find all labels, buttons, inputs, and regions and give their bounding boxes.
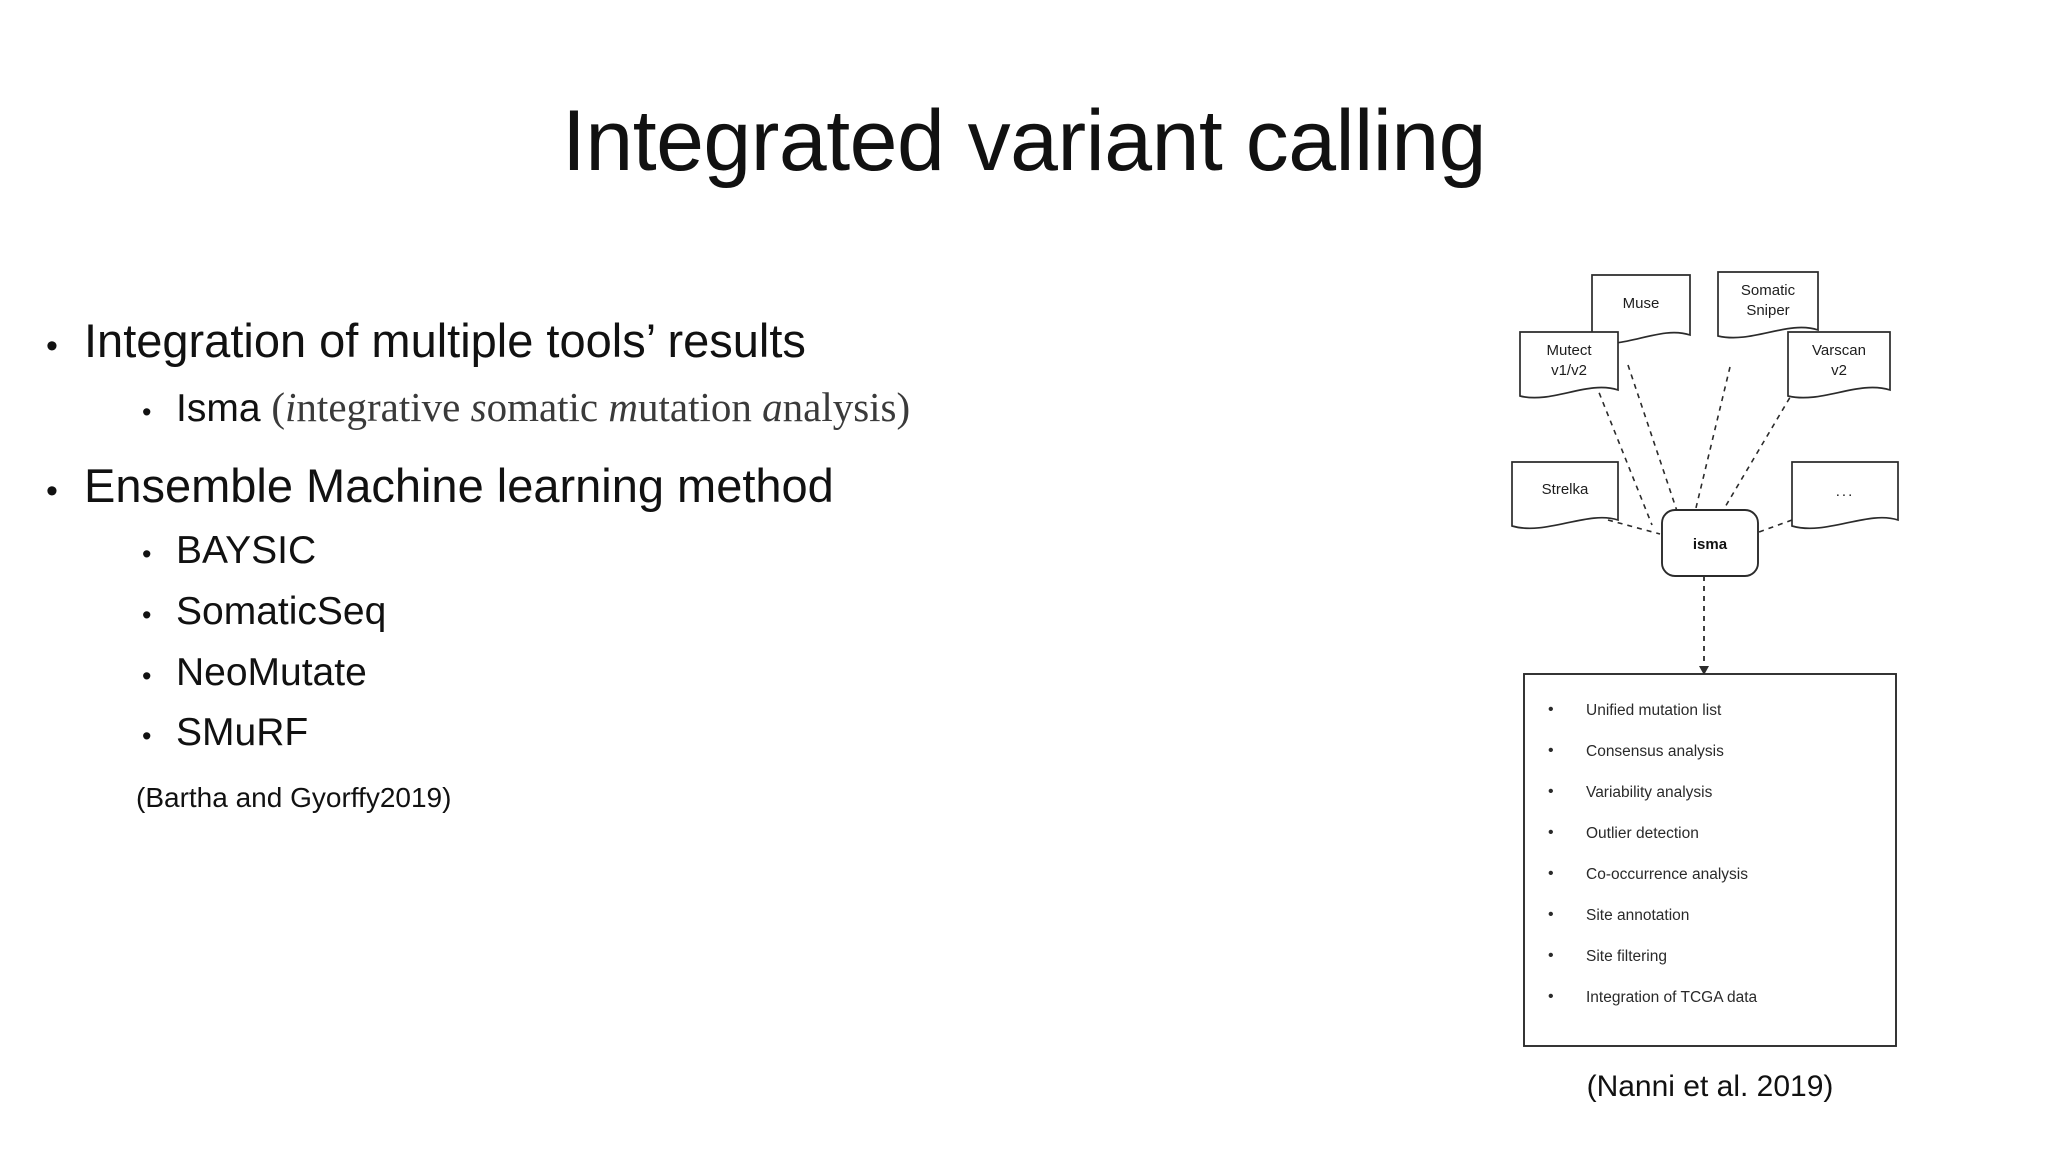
output-bullet-icon: •	[1548, 988, 1554, 1005]
bullet-marker-icon: •	[46, 472, 58, 511]
output-bullet-icon: •	[1548, 783, 1554, 800]
isma-prefix: Isma	[176, 387, 272, 431]
bullet-marker-icon: •	[142, 397, 152, 428]
bullet-marker-icon: •	[142, 600, 152, 631]
diagram-node-mutect: Mutect v1/v2	[1519, 331, 1619, 399]
gloss-rest-s: omatic	[486, 384, 609, 431]
output-list-item: Unified mutation list	[1586, 702, 1722, 719]
edge-muse-isma	[1627, 364, 1679, 515]
diagram-node-varscan: Varscan v2	[1787, 331, 1891, 399]
bullet-marker-icon: •	[46, 327, 58, 365]
isma-gloss: (integrative somatic mutation analysis)	[271, 384, 910, 430]
page-title: Integrated variant calling	[561, 93, 1487, 189]
bullet-item-neomutate: • NeoMutate	[46, 648, 1466, 699]
output-bullet-icon: •	[1548, 947, 1554, 964]
output-list-item: Integration of TCGA data	[1586, 989, 1758, 1006]
diagram-node-strelka: Strelka	[1511, 461, 1619, 530]
edge-ellipsis-isma	[1747, 519, 1793, 537]
document-shape	[1787, 331, 1891, 399]
document-shape	[1519, 331, 1619, 399]
bullet-list: • Integration of multiple tools’ results…	[46, 312, 1466, 815]
gloss-close-paren: )	[896, 384, 911, 431]
node-label: Strelka	[1542, 481, 1589, 498]
bullet-marker-icon: •	[142, 721, 152, 752]
output-bullet-icon: •	[1548, 742, 1554, 759]
output-bullet-icon: •	[1548, 824, 1554, 841]
edge-strelka-isma	[1607, 519, 1661, 535]
diagram-node-ellipsis: ...	[1791, 461, 1899, 530]
gloss-rest-m: utation	[638, 384, 763, 431]
edge-mutect-isma	[1587, 364, 1653, 526]
spacer	[46, 577, 1466, 587]
diagram-node-somatic-sniper: Somatic Sniper	[1717, 271, 1819, 339]
gloss-rest-i: ntegrative	[296, 384, 471, 431]
arrowhead-icon	[1699, 666, 1709, 675]
edge-somatic-sniper-isma	[1694, 366, 1731, 513]
node-label-line1: Somatic	[1741, 282, 1796, 299]
figure-citation: (Nanni et al. 2019)	[1586, 1070, 1834, 1103]
node-label-line1: Mutect	[1546, 342, 1592, 359]
gloss-rest-a: nalysis	[782, 384, 897, 431]
output-list-item: Site filtering	[1586, 948, 1667, 965]
node-label-line2: v1/v2	[1551, 362, 1587, 379]
document-shape	[1717, 271, 1819, 339]
spacer	[46, 698, 1466, 708]
edge-varscan-isma	[1717, 371, 1806, 520]
connector-edges	[1587, 364, 1806, 537]
bullet-label: BAYSIC	[176, 529, 317, 573]
gloss-emph-i: i	[285, 384, 297, 431]
body-citation: (Bartha and Gyorffy2019)	[136, 782, 452, 814]
rounded-box-shape	[1661, 509, 1759, 577]
bullet-item-ensemble: • Ensemble Machine learning method	[46, 457, 1466, 514]
bullet-label: NeoMutate	[176, 650, 367, 694]
bullet-label: SomaticSeq	[176, 590, 387, 634]
bullet-item-integration: • Integration of multiple tools’ results	[46, 312, 1466, 369]
bullet-item-somaticseq: • SomaticSeq	[46, 587, 1466, 638]
diagram-output-box: • Unified mutation list • Consensus anal…	[1523, 673, 1897, 1047]
document-shape	[1511, 461, 1619, 530]
output-box-shape	[1523, 673, 1897, 1047]
output-list-item: Site annotation	[1586, 907, 1689, 924]
isma-workflow-figure: Muse Somatic Sniper Mutect v1/v2 Varscan…	[1500, 262, 1920, 1122]
diagram-node-isma: isma	[1661, 509, 1759, 577]
node-label-line2: v2	[1831, 362, 1847, 379]
output-list-item: Outlier detection	[1586, 825, 1699, 842]
gloss-emph-s: s	[470, 384, 487, 431]
output-list-item: Consensus analysis	[1586, 743, 1724, 760]
spacer	[46, 516, 1466, 526]
node-label-line2: Sniper	[1746, 302, 1789, 319]
gloss-open-paren: (	[271, 384, 286, 431]
bullet-item-smurf: • SMuRF	[46, 708, 1466, 759]
center-node-label: isma	[1693, 536, 1728, 553]
output-bullet-icon: •	[1548, 906, 1554, 923]
gloss-emph-m: m	[608, 384, 638, 431]
gloss-emph-a: a	[762, 384, 783, 431]
isma-workflow-diagram: Muse Somatic Sniper Mutect v1/v2 Varscan…	[1511, 271, 1899, 1047]
spacer	[46, 638, 1466, 648]
spacer	[46, 371, 1466, 381]
document-shape	[1791, 461, 1899, 530]
output-bullet-icon: •	[1548, 701, 1554, 718]
bullet-marker-icon: •	[142, 660, 152, 691]
bullet-marker-icon: •	[142, 539, 152, 570]
node-label-line1: Varscan	[1812, 342, 1866, 359]
bullet-item-baysic: • BAYSIC	[46, 526, 1466, 577]
bullet-label: SMuRF	[176, 711, 309, 755]
node-label: Muse	[1623, 295, 1660, 312]
output-list-item: Variability analysis	[1586, 784, 1713, 801]
bullet-label: Ensemble Machine learning method	[84, 459, 834, 513]
bullet-label-isma: Isma (integrative somatic mutation analy…	[176, 381, 1466, 435]
output-list-item: Co-occurrence analysis	[1586, 866, 1748, 883]
output-bullet-icon: •	[1548, 865, 1554, 882]
bullet-label: Integration of multiple tools’ results	[84, 314, 806, 367]
node-label-ellipsis: ...	[1836, 483, 1855, 500]
bullet-item-isma: • Isma (integrative somatic mutation ana…	[46, 381, 1466, 435]
spacer	[46, 435, 1466, 457]
